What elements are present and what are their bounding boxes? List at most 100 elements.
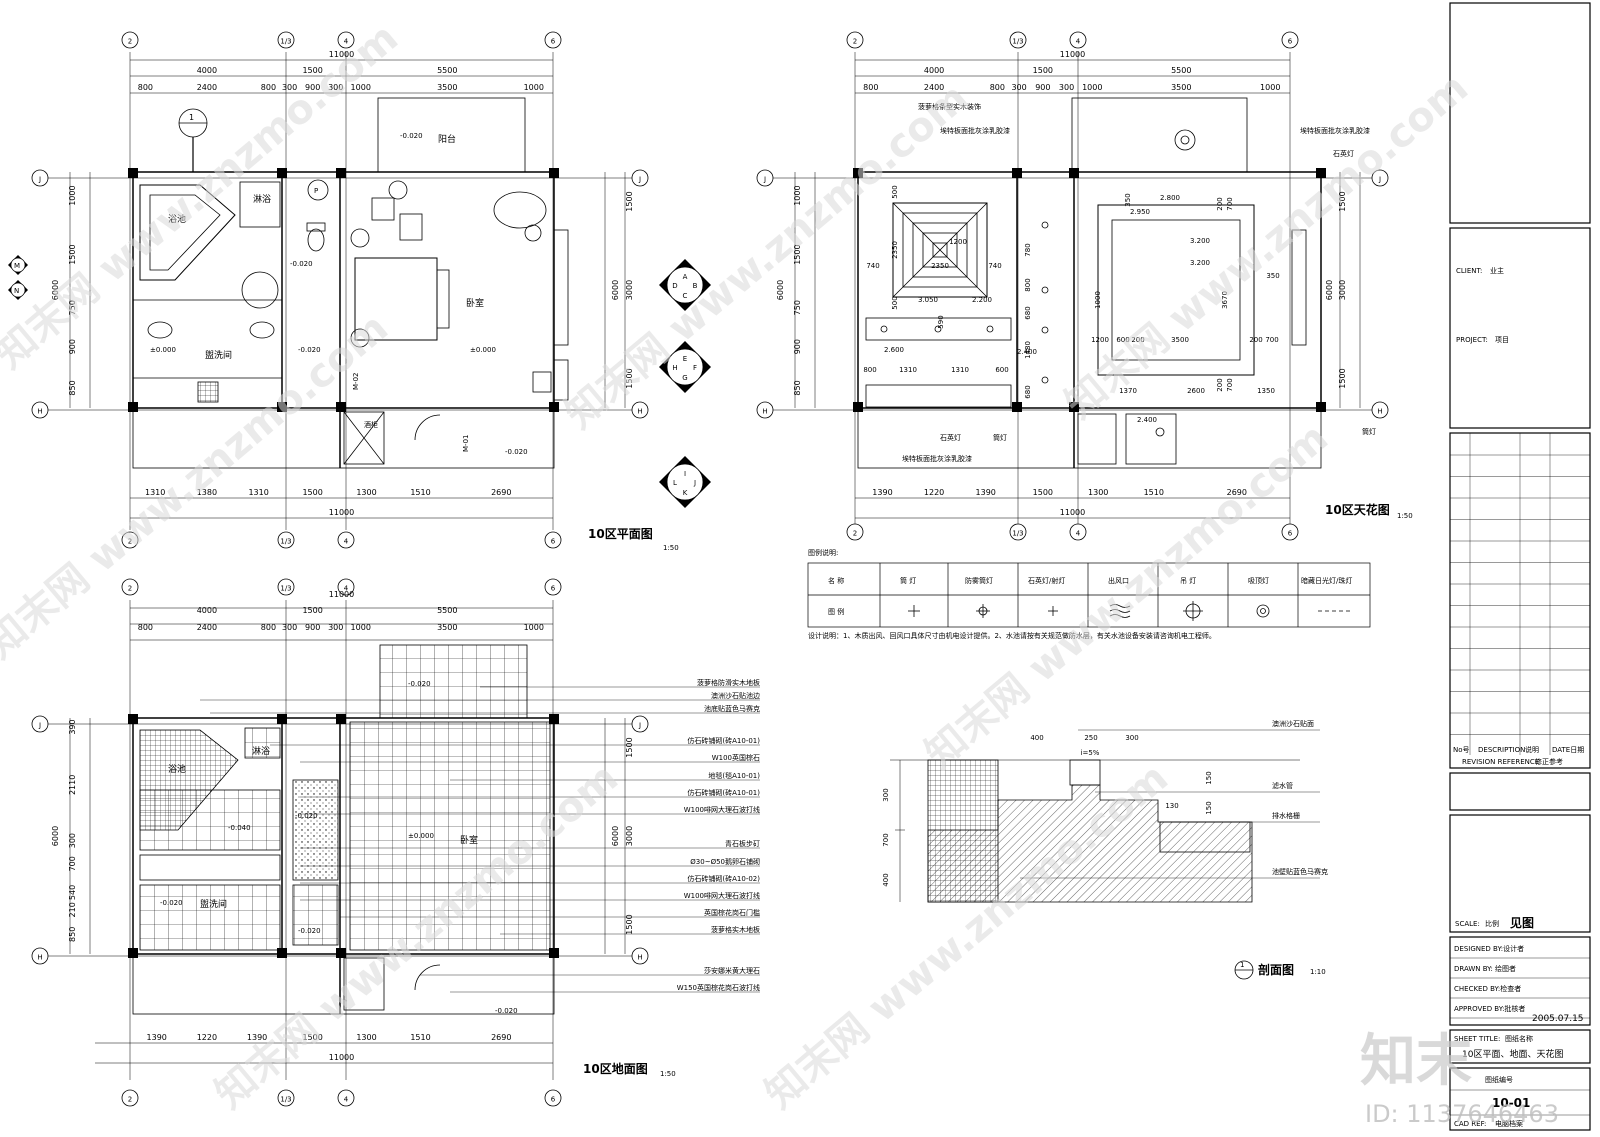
ceil-left-0: 1000 <box>793 185 802 205</box>
ceil-top-l3-0: 800 <box>863 83 878 92</box>
row-bubble-1-0-1 <box>756 401 774 419</box>
row-label-2-0-1: H <box>37 954 42 962</box>
axis-bubble-0-1-0 <box>121 531 139 549</box>
plan-left-3: 900 <box>68 339 77 354</box>
axis-bubble-2-1-2 <box>337 1089 355 1107</box>
legend-item-7: 暗藏日光灯/珠灯 <box>1301 576 1352 585</box>
ceiling-dim-d780: 780 <box>1024 243 1032 256</box>
elev-letter-0-3: D <box>672 282 677 290</box>
floor-bottom-6: 2690 <box>491 1033 511 1042</box>
ceil-left-1: 1500 <box>793 244 802 264</box>
floor-left-0: 390 <box>68 719 77 734</box>
ceiling-dim-d700b: 700 <box>1265 336 1278 344</box>
axis-label-2-1-3: 6 <box>551 1096 556 1104</box>
axis-bubble-2-1-3 <box>544 1089 562 1107</box>
marker-m: M <box>14 262 20 270</box>
ceiling-dim-d1200b: 1200 <box>1091 336 1109 344</box>
axis-bubble-0-1-3 <box>544 531 562 549</box>
floor-room-shower: 淋浴 <box>252 745 270 757</box>
plan-top-l2-0: 4000 <box>197 66 217 75</box>
ceil-top-l3-5: 300 <box>1059 83 1074 92</box>
floor-level-bedroom: ±0.000 <box>408 832 434 840</box>
floor-callout-3: 仿石砖铺砌(砖A10-01) <box>687 736 760 745</box>
level-wash: ±0.000 <box>150 346 176 354</box>
axis-label-1-0-0: 2 <box>853 38 857 46</box>
floor-left-5: 210 <box>68 902 77 917</box>
ceiling-dim-d350a: 350 <box>1124 193 1132 206</box>
tb-approved: APPROVED BY:批核者 <box>1454 1004 1525 1013</box>
ceiling-dim-d2400b: 2.400 <box>1137 416 1157 424</box>
axis-label-0-0-3: 6 <box>551 38 556 46</box>
ceil-right-total: 6000 <box>1325 280 1334 300</box>
ceil-top-total: 11000 <box>1060 50 1085 59</box>
floor-left-1: 2110 <box>68 775 77 795</box>
elev-letter-0-2: C <box>683 292 688 300</box>
axis-bubble-1-0-2 <box>1069 31 1087 49</box>
ceiling-dim-d740a: 740 <box>866 262 879 270</box>
row-bubble-2-0-1 <box>31 947 49 965</box>
ceiling-dim-d1350: 1350 <box>1257 387 1275 395</box>
tb-drawn: DRAWN BY: <box>1454 965 1493 973</box>
floor-callout-12: 英国棕花岗石门槛 <box>704 908 760 917</box>
axis-bubble-1-1-1 <box>1009 523 1027 541</box>
ceiling-note-4: 石英灯 <box>1333 149 1354 158</box>
floor-top-l3-4: 900 <box>305 623 320 632</box>
ceiling-note-3: 埃特板面批灰涂乳胶漆 <box>1300 126 1370 135</box>
ceil-right-0: 1500 <box>1338 191 1347 211</box>
plan-left-1: 1500 <box>68 244 77 264</box>
ceiling-scale: 1:50 <box>1397 512 1413 520</box>
plan-top-l3-1: 2400 <box>197 83 217 92</box>
row-bubble-0-0-0 <box>31 169 49 187</box>
floor-level-balcony: -0.020 <box>408 680 431 688</box>
level-shower: -0.020 <box>290 260 313 268</box>
elev-letter-1-1: F <box>693 364 697 372</box>
level-closet: -0.020 <box>505 448 528 456</box>
watermarks: 知末网 www.znzmo.com 知末网 www.znzmo.com 知末网 … <box>0 15 1559 1128</box>
ceiling-dimension-lines <box>765 52 1380 530</box>
floor-labels: 浴池 淋浴 卧室 盥洗间 -0.020 -0.040 ±0.000 -0.020… <box>160 680 676 1078</box>
floor-left-6: 850 <box>68 927 77 942</box>
elev-circle-1 <box>666 348 704 386</box>
ceiling-dim-d200d: 200 <box>1216 378 1224 391</box>
row-label-1-0-0: J <box>763 176 766 184</box>
tb-project-label: PROJECT: <box>1456 336 1488 344</box>
tb-sheet-no: 10-01 <box>1492 1096 1530 1110</box>
row-label-1-1-0: J <box>1378 176 1381 184</box>
marker-n: N <box>14 287 19 295</box>
plan-bottom-2: 1310 <box>248 488 268 497</box>
floor-right-1: 3000 <box>625 826 634 846</box>
floor-right-total: 6000 <box>611 826 620 846</box>
axis-label-1-0-1: 1/3 <box>1012 38 1023 46</box>
tb-scale-value: 见图 <box>1510 916 1534 930</box>
room-shower: 淋浴 <box>253 193 271 205</box>
plan-top-l3-8: 1000 <box>524 83 544 92</box>
floor-callout-10: 仿石砖铺砌(砖A10-02) <box>687 874 760 883</box>
ceiling-note-2: 埃特板面批灰涂乳胶漆 <box>940 126 1010 135</box>
tb-sheet-no-label: 图纸编号 <box>1485 1075 1513 1084</box>
title-block-texts: CLIENT: 业主 PROJECT: 项目 No号 DESCRIPTION 说… <box>1453 266 1584 1128</box>
row-bubble-1-0-0 <box>756 169 774 187</box>
door-m01: M-01 <box>462 435 470 452</box>
row-bubble-2-0-0 <box>31 715 49 733</box>
axis-label-0-1-0: 2 <box>128 538 132 546</box>
ceiling-note-1: 菠萝格条型实木装饰 <box>918 102 981 111</box>
ceil-bottom-4: 1300 <box>1088 488 1108 497</box>
plan-top-l3-4: 900 <box>305 83 320 92</box>
row-label-0-1-0: J <box>638 176 641 184</box>
floor-callout-4: W100英国棕石 <box>712 753 760 762</box>
plan-scale: 1:50 <box>663 544 679 552</box>
legend-row-symbol: 图 例 <box>828 607 844 616</box>
section-dim-9: 400 <box>882 873 890 886</box>
axis-label-0-0-2: 4 <box>344 38 349 46</box>
row-bubble-1-1-1 <box>1371 401 1389 419</box>
floor-bottom-2: 1390 <box>247 1033 267 1042</box>
section-scale: 1:10 <box>1310 968 1326 976</box>
plan-right-0: 1500 <box>625 191 634 211</box>
axis-bubble-0-1-2 <box>337 531 355 549</box>
ceiling-dim-d2800: 2.800 <box>1160 194 1180 202</box>
elev-letter-1-3: H <box>672 364 677 372</box>
floor-callout-14: 莎安娜米黄大理石 <box>704 966 760 975</box>
row-label-0-1-1: H <box>637 408 642 416</box>
ceil-right-2: 1500 <box>1338 368 1347 388</box>
